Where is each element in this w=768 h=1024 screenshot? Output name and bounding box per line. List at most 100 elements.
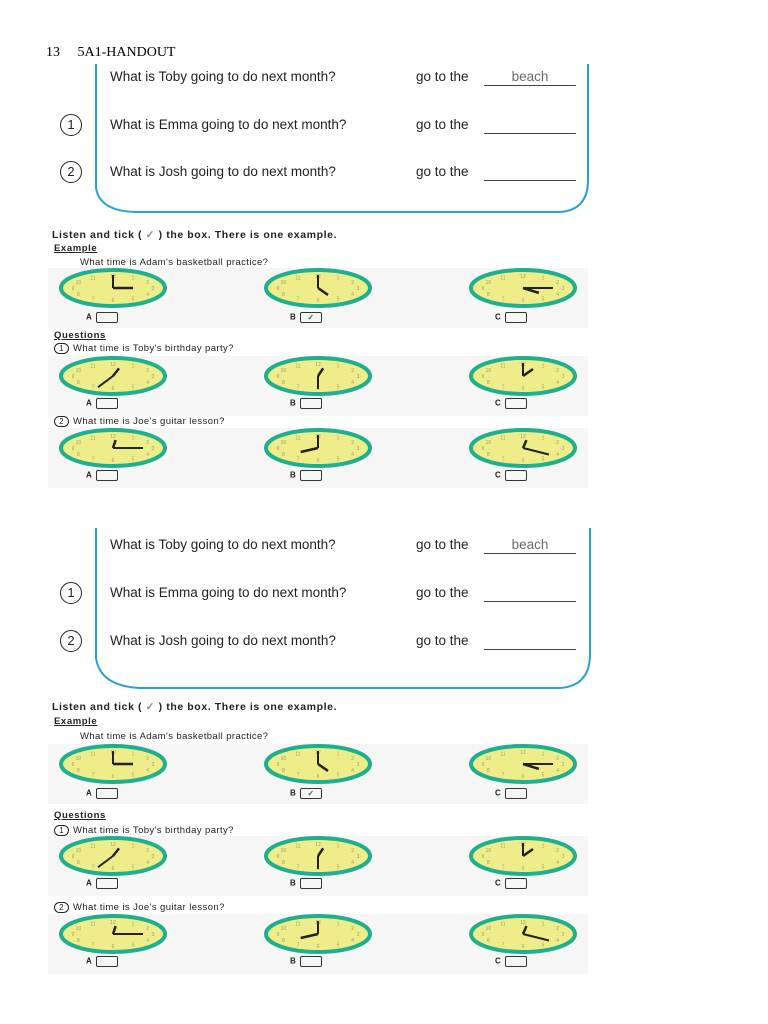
- tick-box[interactable]: [504, 956, 527, 967]
- svg-text:7: 7: [92, 942, 95, 948]
- answer-blank[interactable]: [484, 585, 576, 602]
- svg-text:11: 11: [500, 844, 505, 850]
- svg-text:2: 2: [146, 368, 149, 374]
- questions-label: Questions: [54, 330, 106, 341]
- tick-box[interactable]: [299, 956, 322, 967]
- svg-text:10: 10: [76, 926, 82, 932]
- tick-box[interactable]: [95, 878, 118, 889]
- svg-text:9: 9: [482, 762, 485, 768]
- svg-text:2: 2: [556, 756, 559, 762]
- svg-text:3: 3: [152, 762, 155, 768]
- svg-text:7: 7: [502, 864, 505, 870]
- svg-text:3: 3: [357, 932, 360, 938]
- svg-text:3: 3: [357, 854, 360, 860]
- svg-text:1: 1: [337, 752, 340, 758]
- answer-blank[interactable]: beach: [484, 537, 576, 554]
- svg-text:9: 9: [277, 762, 280, 768]
- answer-blank[interactable]: [484, 633, 576, 650]
- tick-box[interactable]: [504, 878, 527, 889]
- svg-text:7: 7: [297, 384, 300, 390]
- svg-text:7: 7: [502, 772, 505, 778]
- svg-text:11: 11: [500, 364, 505, 370]
- svg-text:2: 2: [146, 440, 149, 446]
- svg-text:12: 12: [520, 750, 526, 756]
- svg-text:12: 12: [110, 920, 116, 926]
- svg-text:5: 5: [132, 772, 135, 778]
- svg-text:5: 5: [542, 864, 545, 870]
- option-b: B✓: [290, 788, 322, 799]
- example-question: What time is Adam's basketball practice?: [80, 731, 269, 742]
- answer-blank[interactable]: [484, 164, 576, 181]
- svg-text:1: 1: [337, 364, 340, 370]
- svg-text:4: 4: [146, 380, 149, 386]
- speech-box-outline: [95, 64, 589, 213]
- svg-text:12: 12: [520, 274, 526, 280]
- svg-text:8: 8: [77, 860, 80, 866]
- svg-text:8: 8: [77, 292, 80, 298]
- svg-text:1: 1: [132, 922, 135, 928]
- svg-text:8: 8: [282, 938, 285, 944]
- tick-box[interactable]: [504, 788, 527, 799]
- svg-text:10: 10: [76, 280, 82, 286]
- example-question: What time is Adam's basketball practice?: [80, 257, 269, 268]
- option-a: A: [86, 878, 118, 889]
- svg-text:5: 5: [542, 942, 545, 948]
- tick-box[interactable]: [95, 788, 118, 799]
- answer-blank[interactable]: beach: [484, 69, 576, 86]
- tick-box[interactable]: [299, 878, 322, 889]
- svg-text:10: 10: [281, 280, 287, 286]
- tick-box-checked[interactable]: ✓: [299, 312, 322, 323]
- go-to-label: go to the: [416, 69, 469, 84]
- tick-box[interactable]: [299, 398, 322, 409]
- answer-blank[interactable]: [484, 117, 576, 134]
- go-to-label: go to the: [416, 633, 469, 648]
- tick-box[interactable]: [504, 398, 527, 409]
- svg-text:6: 6: [112, 458, 115, 464]
- tick-box-checked[interactable]: ✓: [299, 788, 322, 799]
- svg-text:5: 5: [337, 864, 340, 870]
- svg-text:3: 3: [152, 286, 155, 292]
- tick-box[interactable]: [95, 398, 118, 409]
- svg-text:4: 4: [556, 938, 559, 944]
- svg-text:7: 7: [92, 772, 95, 778]
- speech-box: What is Toby going to do next month? go …: [48, 528, 591, 689]
- tick-box[interactable]: [95, 312, 118, 323]
- svg-text:3: 3: [562, 286, 565, 292]
- svg-text:11: 11: [500, 752, 505, 758]
- svg-text:8: 8: [282, 380, 285, 386]
- svg-text:11: 11: [295, 844, 300, 850]
- svg-text:8: 8: [487, 380, 490, 386]
- svg-text:11: 11: [295, 922, 300, 928]
- tick-box[interactable]: [504, 470, 527, 481]
- svg-text:3: 3: [562, 854, 565, 860]
- tick-box[interactable]: [504, 312, 527, 323]
- svg-text:1: 1: [132, 752, 135, 758]
- svg-text:5: 5: [542, 384, 545, 390]
- svg-text:6: 6: [522, 386, 525, 392]
- svg-text:3: 3: [152, 446, 155, 452]
- svg-text:10: 10: [486, 440, 492, 446]
- svg-text:2: 2: [146, 848, 149, 854]
- tick-box[interactable]: [95, 470, 118, 481]
- svg-text:3: 3: [562, 446, 565, 452]
- svg-text:9: 9: [72, 374, 75, 380]
- svg-text:2: 2: [556, 926, 559, 932]
- svg-text:4: 4: [556, 768, 559, 774]
- svg-text:7: 7: [502, 384, 505, 390]
- tick-box[interactable]: [299, 470, 322, 481]
- svg-text:7: 7: [92, 296, 95, 302]
- svg-text:9: 9: [277, 446, 280, 452]
- option-c: C: [495, 398, 527, 409]
- svg-text:2: 2: [351, 848, 354, 854]
- svg-text:6: 6: [112, 774, 115, 780]
- tick-box[interactable]: [95, 956, 118, 967]
- listen-instruction: Listen and tick ( ✓ ) the box. There is …: [52, 229, 338, 241]
- question-number: 1: [60, 114, 82, 136]
